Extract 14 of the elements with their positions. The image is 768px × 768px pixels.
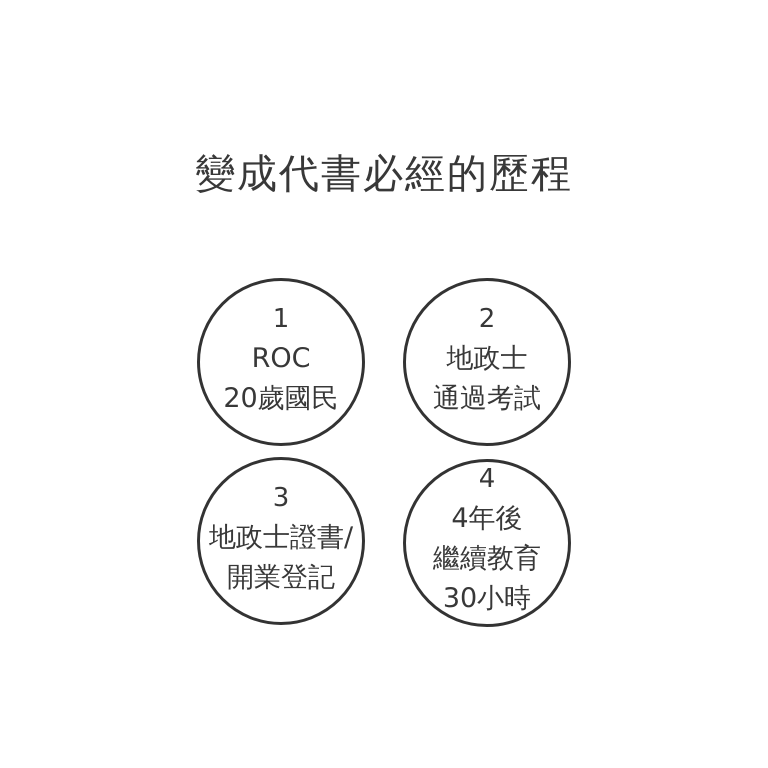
step-text: 地政士: [446, 342, 528, 376]
step-text: 30小時: [442, 582, 532, 616]
step-text: 20歲國民: [223, 382, 339, 416]
step-text: 地政士證書/: [208, 521, 354, 555]
step-number: 3: [272, 482, 290, 515]
step-text: 開業登記: [227, 561, 335, 595]
diagram-title: 變成代書必經的歷程: [195, 150, 573, 199]
step-text: 通過考試: [433, 382, 541, 416]
step-text: 4年後: [451, 502, 523, 536]
step-number: 2: [478, 303, 496, 336]
step-number: 1: [272, 303, 290, 336]
step-number: 4: [478, 463, 496, 496]
step-text: ROC: [252, 342, 310, 376]
step-text: 繼續教育: [433, 542, 541, 576]
